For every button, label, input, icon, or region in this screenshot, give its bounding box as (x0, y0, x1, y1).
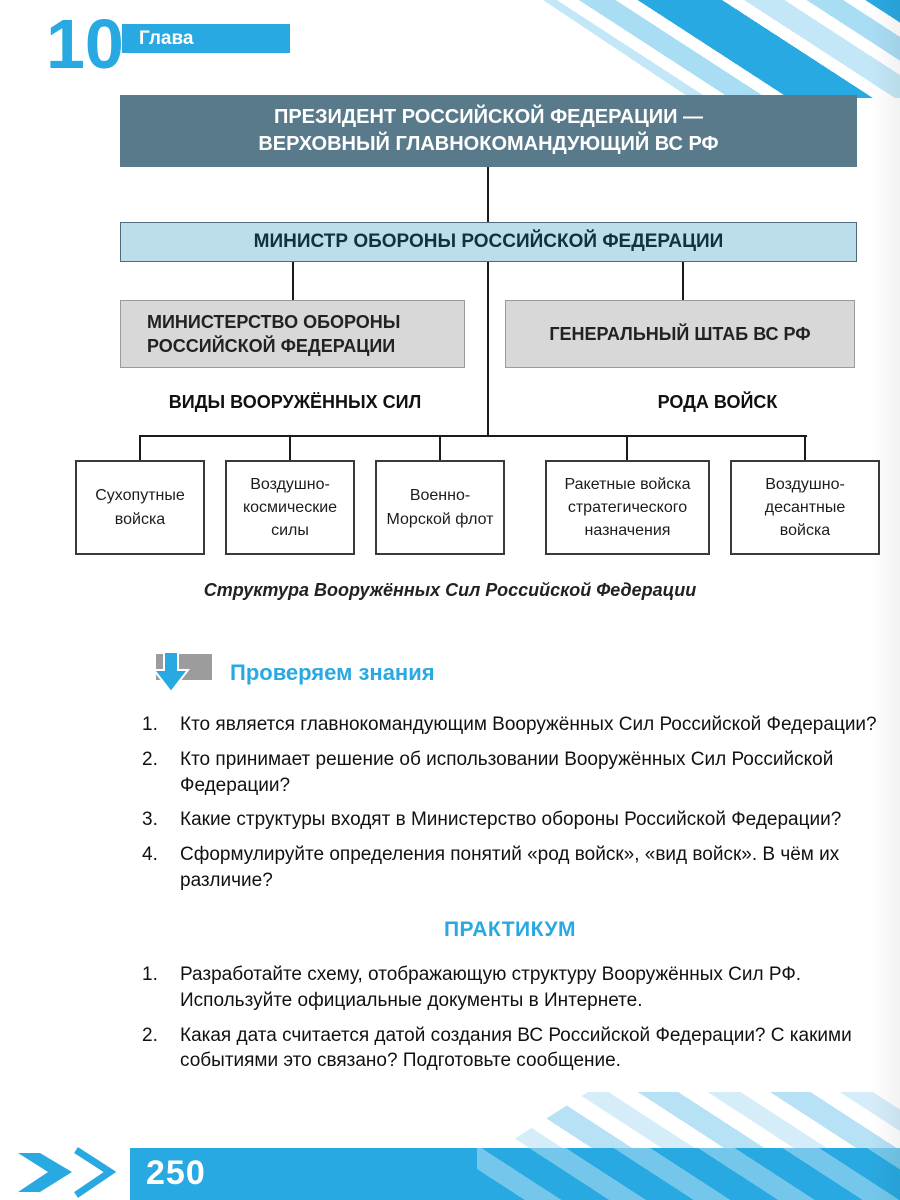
connector-rail (139, 435, 807, 437)
connector-drop-5 (804, 435, 806, 460)
task-item: 1. Разработайте схему, отображающую стру… (142, 962, 878, 1014)
check-knowledge-heading: Проверяем знания (230, 660, 435, 685)
diagram-node-president: ПРЕЗИДЕНТ РОССИЙСКОЙ ФЕДЕРАЦИИ — ВЕРХОВН… (120, 95, 857, 167)
president-line-2: ВЕРХОВНЫЙ ГЛАВНОКОМАНДУЮЩИЙ ВС РФ (258, 133, 719, 155)
task-item: 2. Какая дата считается датой создания В… (142, 1023, 878, 1075)
bottom-right-decorative-stripes (500, 1092, 900, 1148)
diagram-node-minister: МИНИСТР ОБОРОНЫ РОССИЙСКОЙ ФЕДЕРАЦИИ (120, 222, 857, 262)
top-right-decorative-stripes (543, 0, 900, 98)
chapter-label: Глава (139, 27, 194, 49)
president-line-1: ПРЕЗИДЕНТ РОССИЙСКОЙ ФЕДЕРАЦИИ — (273, 106, 704, 128)
diagram-leaf-strategic-missile-forces: Ракетные войска стратегического назначен… (545, 460, 710, 555)
group-label-services: ВИДЫ ВООРУЖЁННЫХ СИЛ (168, 392, 422, 412)
question-number: 4. (142, 844, 158, 866)
diagram-node-general-staff: ГЕНЕРАЛЬНЫЙ ШТАБ ВС РФ (505, 300, 855, 368)
connector-president-minister (487, 167, 489, 222)
question-text: Кто принимает решение об использовании В… (180, 748, 834, 796)
task-text: Какая дата считается датой создания ВС Р… (180, 1024, 852, 1072)
connector-drop-3 (439, 435, 441, 460)
connector-center-trunk (487, 262, 489, 435)
chapter-bar: Глава (122, 24, 290, 53)
question-number: 3. (142, 809, 158, 831)
question-text: Сформулируйте определения понятий «род в… (180, 844, 840, 892)
question-item: 2. Кто принимает решение об использовани… (142, 747, 878, 799)
footer-bar-stripes (476, 1148, 900, 1200)
diagram-leaf-ground-forces: Сухопутные войска (75, 460, 205, 555)
connector-drop-1 (139, 435, 141, 460)
check-knowledge-list: 1. Кто является главнокомандующим Вооруж… (142, 712, 878, 894)
question-text: Кто является главнокомандующим Вооружённ… (180, 714, 877, 735)
diagram-leaf-navy: Военно-Морской флот (375, 460, 505, 555)
diagram-node-ministry: МИНИСТЕРСТВО ОБОРОНЫ РОССИЙСКОЙ ФЕДЕРАЦИ… (120, 300, 465, 368)
connector-minister-ministry (292, 262, 294, 300)
connector-drop-2 (289, 435, 291, 460)
connector-minister-staff (682, 262, 684, 300)
down-arrow-icon (151, 652, 212, 694)
check-knowledge-header: Проверяем знания (142, 652, 878, 694)
question-text: Какие структуры входят в Министерство об… (180, 809, 842, 831)
question-item: 1. Кто является главнокомандующим Вооруж… (142, 712, 878, 738)
group-label-branches: РОДА ВОЙСК (657, 392, 778, 412)
chapter-number: 10 (46, 5, 124, 83)
diagram-caption: Структура Вооружённых Сил Российской Фед… (203, 580, 697, 600)
diagram-leaf-aerospace-forces: Воздушно-космические силы (225, 460, 355, 555)
practicum-heading: ПРАКТИКУМ (443, 917, 577, 941)
chevron-right-icon (18, 1147, 117, 1198)
footer-bar: 250 (130, 1148, 900, 1200)
practicum-list: 1. Разработайте схему, отображающую стру… (142, 962, 878, 1074)
diagram-leaf-airborne-forces: Воздушно-десантные войска (730, 460, 880, 555)
task-text: Разработайте схему, отображающую структу… (180, 963, 802, 1011)
content-block: Проверяем знания 1. Кто является главнок… (142, 652, 878, 1083)
page-number: 250 (146, 1154, 206, 1192)
connector-drop-4 (626, 435, 628, 460)
task-number: 1. (142, 963, 158, 985)
question-number: 2. (142, 748, 158, 770)
task-number: 2. (142, 1024, 158, 1046)
question-item: 3. Какие структуры входят в Министерство… (142, 807, 878, 833)
question-item: 4. Сформулируйте определения понятий «ро… (142, 842, 878, 894)
question-number: 1. (142, 714, 158, 735)
